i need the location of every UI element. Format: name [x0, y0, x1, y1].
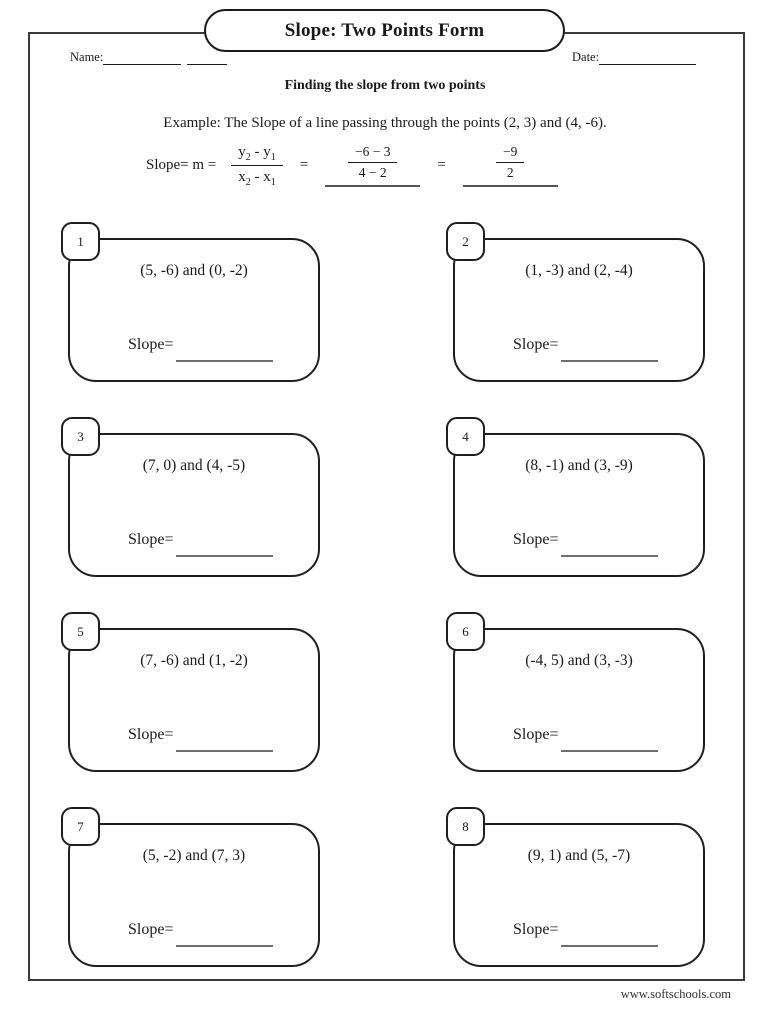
slope-label: Slope= [513, 921, 559, 938]
problem-number-badge: 5 [61, 612, 100, 651]
problem-card-7: 7 (5, -2) and (7, 3) Slope= [61, 807, 320, 967]
problem-number-badge: 8 [446, 807, 485, 846]
formula-general-fraction: y2 - y1 x2 - x1 [231, 143, 283, 188]
problem-number-badge: 4 [446, 417, 485, 456]
slope-label: Slope= [128, 336, 174, 353]
problem-card-2: 2 (1, -3) and (2, -4) Slope= [446, 222, 705, 382]
slope-answer-row: Slope= [128, 921, 274, 947]
slope-answer-row: Slope= [513, 726, 659, 752]
problem-card-1: 1 (5, -6) and (0, -2) Slope= [61, 222, 320, 382]
problem-points: (1, -3) and (2, -4) [525, 262, 633, 279]
problem-card-8: 8 (9, 1) and (5, -7) Slope= [446, 807, 705, 967]
formula-step2-fraction: −9 2 [496, 144, 525, 181]
problem-number-badge: 3 [61, 417, 100, 456]
example-formula: Slope= m = y2 - y1 x2 - x1 = −6 − 3 4 − … [146, 143, 558, 188]
page-title: Slope: Two Points Form [284, 19, 485, 41]
slope-answer-blank[interactable] [176, 348, 274, 362]
date-row: Date: [572, 50, 697, 65]
problem-number-badge: 1 [61, 222, 100, 261]
slope-label: Slope= [513, 336, 559, 353]
worksheet-subtitle: Finding the slope from two points [284, 78, 486, 93]
formula-step2-numerator: −9 [496, 144, 525, 163]
formula-step1-numerator: −6 − 3 [347, 144, 398, 163]
formula-general-numerator: y2 - y1 [231, 143, 283, 166]
slope-answer-blank[interactable] [176, 543, 274, 557]
date-blank[interactable] [599, 53, 697, 65]
formula-lead: Slope= m = [146, 157, 217, 173]
slope-answer-row: Slope= [513, 921, 659, 947]
formula-step2-denominator: 2 [506, 165, 514, 180]
slope-answer-row: Slope= [513, 531, 659, 557]
slope-answer-blank[interactable] [561, 348, 659, 362]
problem-points: (5, -2) and (7, 3) [142, 847, 246, 864]
slope-answer-blank[interactable] [561, 543, 659, 557]
name-label: Name: [70, 50, 104, 64]
slope-answer-row: Slope= [128, 531, 274, 557]
worksheet-title-pill: Slope: Two Points Form [204, 9, 565, 52]
problem-card-3: 3 (7, 0) and (4, -5) Slope= [61, 417, 320, 577]
problem-points: (9, 1) and (5, -7) [527, 847, 631, 864]
problem-number-badge: 2 [446, 222, 485, 261]
name-row: Name: [70, 50, 228, 65]
date-label: Date: [572, 50, 600, 64]
problem-card-4: 4 (8, -1) and (3, -9) Slope= [446, 417, 705, 577]
slope-label: Slope= [128, 531, 174, 548]
slope-answer-blank[interactable] [176, 738, 274, 752]
problem-points: (5, -6) and (0, -2) [140, 262, 248, 279]
formula-step1-denominator: 4 − 2 [358, 165, 387, 180]
formula-step1-underline [325, 185, 421, 188]
problem-number-badge: 6 [446, 612, 485, 651]
slope-answer-row: Slope= [128, 336, 274, 362]
problem-card-5: 5 (7, -6) and (1, -2) Slope= [61, 612, 320, 772]
name-blank-2[interactable] [187, 53, 228, 65]
slope-answer-blank[interactable] [176, 933, 274, 947]
problem-points: (-4, 5) and (3, -3) [525, 652, 633, 669]
equals-sign: = [437, 157, 446, 173]
example-sentence: Example: The Slope of a line passing thr… [163, 115, 607, 131]
formula-general-denominator: x2 - x1 [238, 169, 276, 188]
slope-label: Slope= [513, 531, 559, 548]
equals-sign: = [299, 157, 309, 173]
formula-step2-underline [462, 185, 558, 188]
slope-label: Slope= [513, 726, 559, 743]
slope-answer-blank[interactable] [561, 933, 659, 947]
problem-card-6: 6 (-4, 5) and (3, -3) Slope= [446, 612, 705, 772]
footer-site-credit: www.softschools.com [620, 987, 731, 1001]
name-blank[interactable] [103, 53, 182, 65]
problem-number-badge: 7 [61, 807, 100, 846]
problem-points: (8, -1) and (3, -9) [525, 457, 633, 474]
slope-label: Slope= [128, 726, 174, 743]
problem-points: (7, 0) and (4, -5) [142, 457, 246, 474]
slope-answer-row: Slope= [128, 726, 274, 752]
slope-label: Slope= [128, 921, 174, 938]
problem-points: (7, -6) and (1, -2) [140, 652, 248, 669]
formula-step1-fraction: −6 − 3 4 − 2 [347, 144, 398, 181]
formula-step2: −9 2 [462, 144, 558, 188]
formula-step1: −6 − 3 4 − 2 [325, 144, 421, 188]
slope-answer-row: Slope= [513, 336, 659, 362]
slope-answer-blank[interactable] [561, 738, 659, 752]
